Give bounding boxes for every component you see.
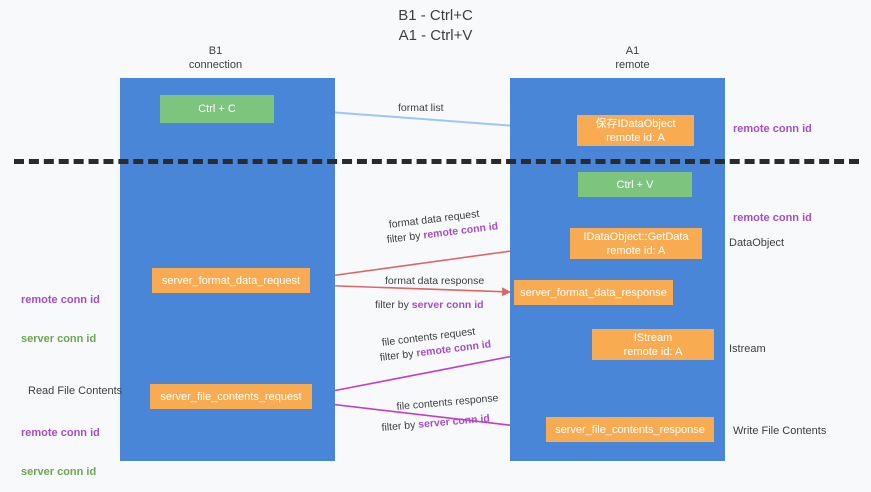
edge-label-format-data-response: format data response [385, 275, 485, 287]
box-save-idataobject[interactable]: 保存IDataObject remote id: A [577, 115, 694, 146]
box-server-format-data-response[interactable]: server_format_data_response [514, 280, 673, 305]
server-conn-id-key: server conn id [411, 299, 484, 311]
filter-prefix: filter by [381, 418, 419, 434]
label-remote-conn-id-mid-left: remote conn id [21, 294, 100, 306]
box-ctrl-c[interactable]: Ctrl + C [160, 95, 274, 123]
box-istream[interactable]: IStream remote id: A [592, 329, 714, 360]
box-server-file-contents-response[interactable]: server_file_contents_response [546, 417, 714, 442]
label-istream: Istream [729, 343, 766, 355]
arrow-file-contents-response [312, 401, 543, 433]
edge-label-format-list: format list [398, 102, 444, 114]
label-remote-conn-id-top: remote conn id [733, 123, 812, 135]
label-conn-ids-mid: remote conn id server conn id [21, 268, 100, 359]
filter-prefix: filter by [375, 299, 412, 311]
edge-label-format-data-response-filter: filter by server conn id [375, 298, 484, 312]
box-ctrl-v[interactable]: Ctrl + V [578, 172, 692, 197]
page-title: B1 - Ctrl+C A1 - Ctrl+V [398, 7, 473, 44]
label-remote-conn-id-bottom-left: remote conn id [21, 427, 100, 439]
label-dataobject: DataObject [729, 237, 785, 249]
column-header-a1: A1 remote [615, 45, 650, 71]
box-idataobject-getdata[interactable]: IDataObject::GetData remote id: A [570, 228, 702, 259]
label-server-conn-id-mid-left: server conn id [21, 333, 97, 345]
column-header-b1: B1 connection [188, 45, 243, 71]
label-write-file-contents: Write File Contents [733, 425, 827, 437]
label-remote-conn-id-mid: remote conn id [733, 212, 812, 224]
box-server-file-contents-request[interactable]: server_file_contents_request [150, 384, 312, 409]
label-read-file-contents: Read File Contents [28, 385, 123, 397]
label-conn-ids-bottom: remote conn id server conn id [21, 401, 100, 492]
section-divider [14, 159, 859, 164]
label-server-conn-id-bottom-left: server conn id [21, 466, 97, 478]
arrow-format-data-response [310, 284, 511, 297]
box-server-format-data-request[interactable]: server_format_data_request [152, 268, 310, 293]
